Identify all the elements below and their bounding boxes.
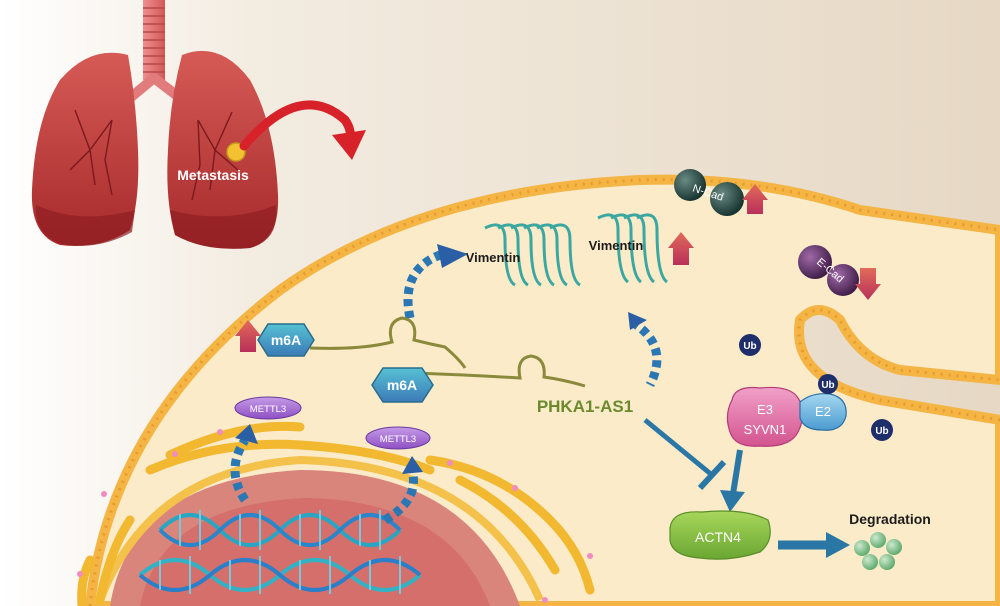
actn4: ACTN4 xyxy=(669,510,771,560)
syvn1-label: SYVN1 xyxy=(744,422,787,437)
e-cad-down-arrow xyxy=(855,268,881,300)
right-lung xyxy=(167,50,279,249)
endoplasmic-reticulum xyxy=(77,421,595,606)
er-dots xyxy=(77,429,593,603)
metastasis-label: Metastasis xyxy=(177,167,249,183)
metastasis-arrow xyxy=(239,100,366,160)
vimentin-right-label: Vimentin xyxy=(589,238,644,253)
mettl3-right: METTL3 xyxy=(365,426,431,450)
vimentin-increase-arrow xyxy=(628,312,662,388)
vimentin-right-coil xyxy=(597,213,669,284)
e2: E2 xyxy=(799,393,847,431)
phka1-label: PHKA1-AS1 xyxy=(537,397,633,416)
mettl3-left: METTL3 xyxy=(234,396,302,420)
ub-top: Ub xyxy=(739,334,761,356)
ubiquitination-arrow xyxy=(720,449,745,512)
mettl3-right-label: METTL3 xyxy=(380,434,416,445)
ub-mid-label: Ub xyxy=(821,380,834,391)
degraded-peptides xyxy=(854,532,902,570)
mettl3-left-label: METTL3 xyxy=(250,404,286,415)
translation-arrow xyxy=(403,244,468,319)
degradation-label: Degradation xyxy=(849,511,931,527)
inhibition-arrow xyxy=(643,418,727,491)
left-lung xyxy=(31,52,139,247)
vimentin-up-arrow xyxy=(668,232,694,265)
m6a-top: m6A xyxy=(257,323,315,357)
n-cad-up-arrow xyxy=(742,184,768,214)
ub-mid: Ub xyxy=(818,374,838,394)
actn4-label: ACTN4 xyxy=(695,529,741,545)
e3-syvn1: E3 SYVN1 xyxy=(726,386,804,447)
vimentin-left-label: Vimentin xyxy=(466,250,521,265)
e2-label: E2 xyxy=(815,404,831,419)
m6a-bottom-label: m6A xyxy=(387,377,417,393)
degradation-arrow xyxy=(778,532,850,558)
ub-top-label: Ub xyxy=(743,341,756,352)
export-arrow-right xyxy=(382,456,423,524)
export-arrow-left xyxy=(230,424,258,503)
e3-label: E3 xyxy=(757,402,773,417)
dna-rungs xyxy=(159,510,401,594)
ub-right-label: Ub xyxy=(875,426,888,437)
rna-strand xyxy=(309,316,586,388)
lungs-illustration: Metastasis xyxy=(31,0,279,249)
ub-right: Ub xyxy=(871,419,893,441)
m6a-bottom: m6A xyxy=(371,367,434,403)
m6a-top-label: m6A xyxy=(271,332,301,348)
m6a-up-arrow xyxy=(235,320,261,352)
vimentin-left-coil xyxy=(484,223,581,287)
